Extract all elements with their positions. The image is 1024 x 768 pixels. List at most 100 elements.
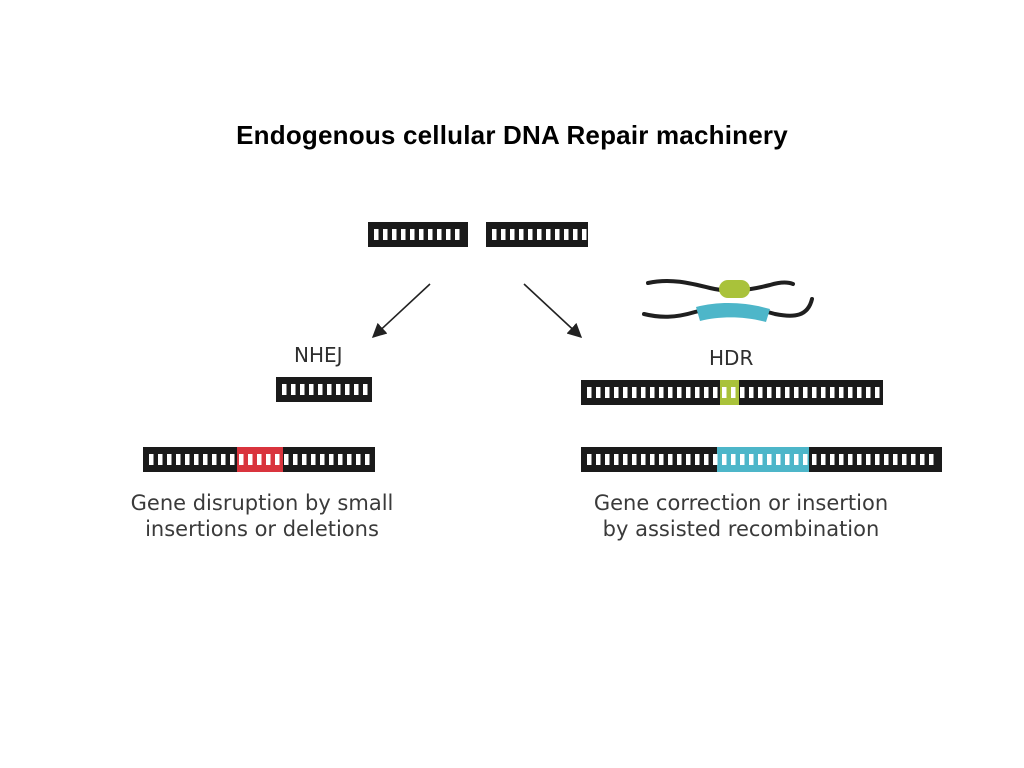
base-pair-gap xyxy=(374,229,379,240)
base-pair-gap xyxy=(383,229,388,240)
base-pair-gap xyxy=(401,229,406,240)
base-pair-gap xyxy=(677,387,682,398)
base-pair-gap xyxy=(221,454,226,465)
base-pair-gap xyxy=(812,387,817,398)
base-pair-gap xyxy=(902,454,907,465)
base-pair-gap xyxy=(740,387,745,398)
base-pair-gap xyxy=(329,454,334,465)
arrow-to-nhej xyxy=(371,283,431,338)
base-pair-gap xyxy=(848,454,853,465)
base-pair-gap xyxy=(911,454,916,465)
base-pair-gap xyxy=(758,454,763,465)
base-pair-gap xyxy=(686,387,691,398)
hdr-label: HDR xyxy=(709,346,754,370)
base-pair-gap xyxy=(284,454,289,465)
base-pair-gap xyxy=(695,387,700,398)
base-pair-gap xyxy=(203,454,208,465)
base-pair-gap xyxy=(623,387,628,398)
base-pair-gap xyxy=(758,387,763,398)
base-pair-gap xyxy=(614,454,619,465)
base-pair-gap xyxy=(830,387,835,398)
base-pair-gap xyxy=(410,229,415,240)
base-pair-gap xyxy=(857,454,862,465)
base-pair-gap xyxy=(194,454,199,465)
base-pair-gap xyxy=(722,387,727,398)
base-pair-gap xyxy=(546,229,551,240)
base-pair-gap xyxy=(282,384,287,395)
base-pair-gap xyxy=(230,454,235,465)
base-pair-gap xyxy=(614,387,619,398)
hdr-caption-line-1: Gene correction or insertion xyxy=(593,491,889,515)
base-pair-gap xyxy=(257,454,262,465)
base-pair-gap xyxy=(185,454,190,465)
base-pair-gap xyxy=(821,454,826,465)
base-pair-gap xyxy=(686,454,691,465)
nhej-caption-line-1: Gene disruption by small xyxy=(130,491,394,515)
base-pair-gap xyxy=(354,384,359,395)
base-pair-gap xyxy=(537,229,542,240)
page-title: Endogenous cellular DNA Repair machinery xyxy=(236,120,788,150)
base-pair-gap xyxy=(345,384,350,395)
base-pair-gap xyxy=(338,454,343,465)
base-pair-gap xyxy=(605,454,610,465)
base-pair-gap xyxy=(587,387,592,398)
base-pair-gap xyxy=(704,387,709,398)
base-pair-gap xyxy=(596,387,601,398)
base-pair-gap xyxy=(437,229,442,240)
hdr-inserted-dna xyxy=(581,447,942,472)
corrected-region xyxy=(720,380,739,405)
base-pair-gap xyxy=(248,454,253,465)
nhej-caption: Gene disruption by small insertions or d… xyxy=(122,490,402,542)
base-pair-gap xyxy=(695,454,700,465)
hdr-caption-line-2: by assisted recombination xyxy=(602,517,880,541)
base-pair-gap xyxy=(302,454,307,465)
base-pair-gap xyxy=(365,454,370,465)
base-pair-gap xyxy=(347,454,352,465)
base-pair-gap xyxy=(884,454,889,465)
base-pair-gap xyxy=(866,387,871,398)
base-pair-gap xyxy=(848,387,853,398)
base-pair-gap xyxy=(713,387,718,398)
donor-marker-block xyxy=(719,280,750,298)
base-pair-gap xyxy=(320,454,325,465)
base-pair-gap xyxy=(641,454,646,465)
arrow-to-hdr xyxy=(523,283,583,338)
base-pair-gap xyxy=(455,229,460,240)
base-pair-gap xyxy=(363,384,368,395)
base-pair-gap xyxy=(785,454,790,465)
donor-template xyxy=(642,278,814,322)
base-pair-gap xyxy=(149,454,154,465)
base-pair-gap xyxy=(803,454,808,465)
base-pair-gap xyxy=(722,454,727,465)
base-pair-gap xyxy=(510,229,515,240)
base-pair-gap xyxy=(492,229,497,240)
base-pair-gap xyxy=(794,387,799,398)
base-pair-gap xyxy=(632,387,637,398)
hdr-caption: Gene correction or insertion by assisted… xyxy=(581,490,901,542)
base-pair-gap xyxy=(239,454,244,465)
base-pair-gap xyxy=(776,387,781,398)
base-pair-gap xyxy=(528,229,533,240)
base-pair-gap xyxy=(893,454,898,465)
base-pair-gap xyxy=(167,454,172,465)
base-pair-gap xyxy=(920,454,925,465)
base-pair-gap xyxy=(776,454,781,465)
base-pair-gap xyxy=(293,454,298,465)
base-pair-gap xyxy=(587,454,592,465)
base-pair-gap xyxy=(668,387,673,398)
base-pair-gap xyxy=(596,454,601,465)
base-pair-gap xyxy=(857,387,862,398)
base-pair-gap xyxy=(875,454,880,465)
base-pair-gap xyxy=(275,454,280,465)
base-pair-gap xyxy=(767,454,772,465)
base-pair-gap xyxy=(713,454,718,465)
base-pair-gap xyxy=(582,229,587,240)
base-pair-gap xyxy=(573,229,578,240)
base-pair-gap xyxy=(318,384,323,395)
donor-insert-block xyxy=(696,303,770,322)
base-pair-gap xyxy=(309,384,314,395)
base-pair-gap xyxy=(839,454,844,465)
base-pair-gap xyxy=(291,384,296,395)
